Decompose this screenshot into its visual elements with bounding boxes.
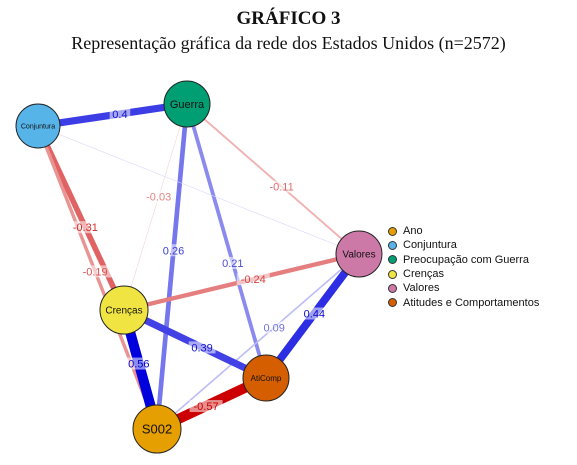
node-circle-conjuntura bbox=[15, 103, 61, 149]
legend-label: Crenças bbox=[403, 268, 444, 281]
legend-label: Atitudes e Comportamentos bbox=[403, 296, 540, 309]
edge-label-bg-guerra-aticomp bbox=[219, 256, 247, 269]
edge-guerra-aticomp bbox=[185, 103, 268, 379]
edge-conjuntura-s002 bbox=[36, 125, 159, 430]
node-label-conjuntura: Conjuntura bbox=[21, 123, 55, 130]
node-crencas: Crenças bbox=[99, 285, 149, 335]
edge-label-guerra-valores: -0.11 bbox=[269, 182, 293, 194]
node-valores: Valores bbox=[335, 230, 383, 278]
edge-label-bg-valores-aticomp bbox=[300, 307, 328, 320]
edge-valores-s002 bbox=[156, 253, 360, 430]
edge-label-conjuntura-crencas: -0.31 bbox=[73, 222, 98, 234]
node-circle-s002 bbox=[132, 404, 182, 454]
legend-item: Atitudes e Comportamentos bbox=[387, 295, 539, 309]
node-circle-guerra bbox=[163, 80, 211, 128]
legend-swatch bbox=[388, 255, 397, 265]
node-conjuntura: Conjuntura bbox=[15, 103, 61, 149]
edge-label-bg-conjuntura-crencas bbox=[68, 221, 102, 234]
edge-guerra-s002 bbox=[154, 103, 190, 430]
edge-label-valores-aticomp: 0.44 bbox=[304, 309, 325, 321]
edge-label-conjuntura-guerra: 0.4 bbox=[112, 109, 127, 121]
figure-subtitle: Representação gráfica da rede dos Estado… bbox=[71, 33, 506, 53]
edge-label-aticomp-s002: -0.57 bbox=[194, 401, 219, 413]
edge-label-conjuntura-s002: -0.19 bbox=[83, 266, 108, 278]
legend-label: Conjuntura bbox=[403, 239, 457, 252]
node-label-s002: S002 bbox=[142, 422, 172, 437]
nodes-layer: Conjuntura GuerraValoresCrençasAtiCompS00… bbox=[15, 80, 383, 454]
edge-conjuntura-valores bbox=[37, 125, 360, 255]
node-label-valores: Valores bbox=[342, 250, 375, 261]
node-circle-valores bbox=[335, 230, 383, 278]
legend-item: Ano bbox=[387, 224, 539, 238]
node-guerra: Guerra bbox=[163, 80, 211, 128]
node-label-aticomp: AtiComp bbox=[251, 374, 282, 383]
edge-label-guerra-aticomp: 0.21 bbox=[222, 258, 243, 270]
legend-label: Valores bbox=[403, 282, 440, 295]
legend-swatch bbox=[388, 283, 397, 293]
edge-label-bg-conjuntura-s002 bbox=[78, 265, 112, 278]
legend-swatch bbox=[388, 269, 397, 279]
legend-item: Preocupação com Guerra bbox=[387, 253, 539, 267]
node-aticomp: AtiComp bbox=[242, 354, 290, 402]
edge-label-bg-crencas-aticomp bbox=[188, 341, 216, 354]
legend-item: Valores bbox=[387, 281, 539, 295]
node-circle-crencas bbox=[99, 285, 149, 335]
edge-label-crencas-valores: -0.24 bbox=[241, 274, 266, 286]
edge-label-bg-guerra-crencas bbox=[142, 190, 176, 203]
legend-swatch bbox=[388, 226, 397, 236]
legend-label: Preocupação com Guerra bbox=[403, 253, 529, 266]
edge-label-bg-valores-s002 bbox=[260, 321, 288, 334]
legend-item: Crenças bbox=[387, 267, 539, 281]
node-label-crencas: Crenças bbox=[105, 306, 142, 317]
edge-label-guerra-crencas: -0.03 bbox=[146, 192, 171, 204]
edge-labels-layer: 0.4 -0.11 -0.31 -0.19 -0.03 0.26 0.21 -0.24 0.09… bbox=[68, 107, 328, 413]
edge-label-bg-guerra-valores bbox=[265, 180, 299, 193]
edge-label-bg-guerra-s002 bbox=[160, 244, 187, 257]
node-s002: S002 bbox=[132, 404, 182, 454]
legend-label: Ano bbox=[403, 225, 423, 238]
legend-swatch bbox=[388, 298, 397, 308]
edge-label-guerra-s002: 0.26 bbox=[163, 245, 184, 257]
edge-label-crencas-s002: 0.56 bbox=[128, 359, 149, 371]
edge-label-crencas-aticomp: 0.39 bbox=[191, 342, 212, 354]
legend-swatch bbox=[388, 240, 397, 250]
node-circle-aticomp bbox=[242, 354, 290, 402]
figure-title: GRÁFICO 3 bbox=[236, 8, 341, 29]
edge-label-bg-conjuntura-guerra bbox=[109, 107, 131, 120]
edge-conjuntura-crencas bbox=[35, 124, 127, 312]
edge-label-bg-crencas-valores bbox=[236, 273, 270, 286]
edge-label-bg-crencas-s002 bbox=[125, 357, 153, 370]
node-label-guerra: Guerra bbox=[170, 99, 205, 111]
edge-label-valores-s002: 0.09 bbox=[263, 323, 284, 335]
edge-guerra-valores bbox=[186, 103, 360, 255]
edge-guerra-crencas bbox=[123, 103, 188, 311]
legend-item: Conjuntura bbox=[387, 238, 539, 252]
edge-label-bg-aticomp-s002 bbox=[189, 400, 223, 413]
